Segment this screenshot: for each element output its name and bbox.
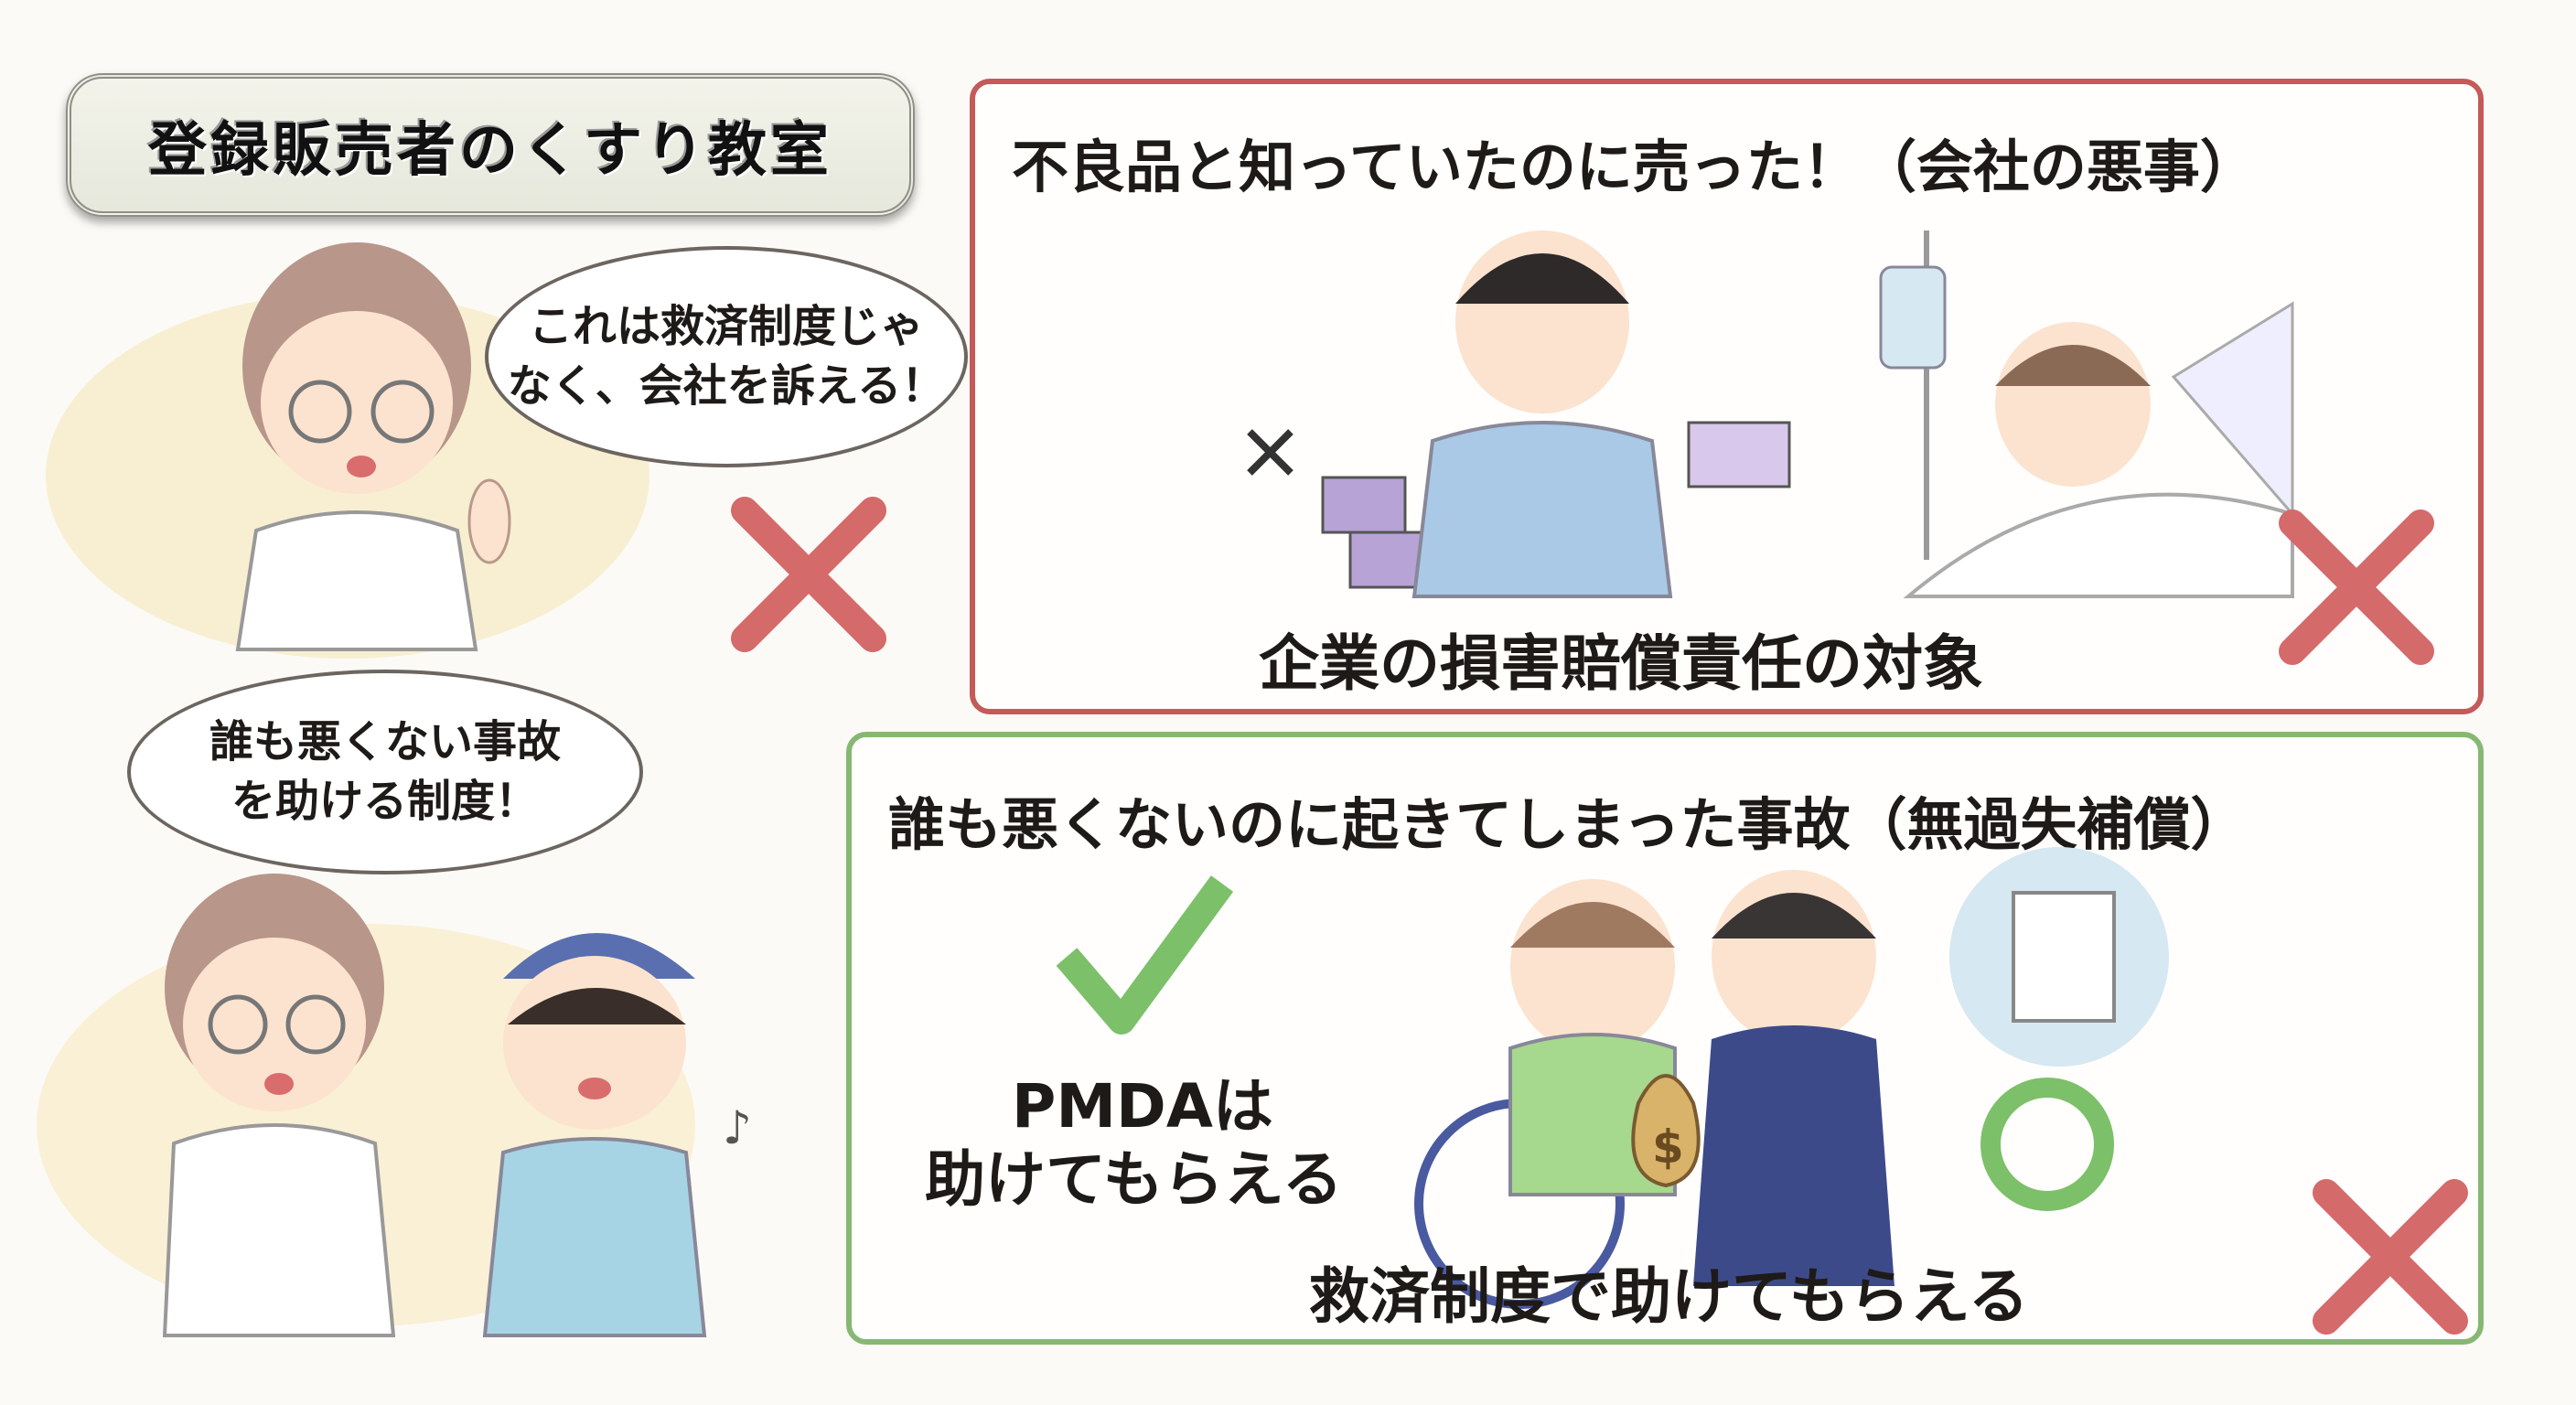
no-fault-heading: 誰も悪くないのに起きてしまった事故（無過失補償） xyxy=(888,791,2248,858)
bubble-top-line2: なく、会社を訴える！ xyxy=(507,360,946,412)
relief-illustration: $ xyxy=(1414,847,2169,1309)
check-icon xyxy=(1056,875,1234,1035)
page-title: 登録販売者のくすり教室 xyxy=(148,116,832,185)
title-plate: 登録販売者のくすり教室 xyxy=(66,73,915,217)
company-fault-illustration xyxy=(1247,231,2294,598)
bubble-top-line1: これは救済制度じゃ xyxy=(528,301,924,353)
speech-bubble-bottom: 誰も悪くない事故 を助ける制度！ xyxy=(127,670,643,874)
bubble-bottom-line2: を助ける制度！ xyxy=(231,776,539,827)
cross-icon xyxy=(2313,1179,2468,1335)
speech-bubble-top: これは救済制度じゃ なく、会社を訴える！ xyxy=(485,246,968,467)
teacher-and-boy-illustration: ♪ xyxy=(162,874,752,1337)
company-fault-panel: 不良品と知っていたのに売った！（会社の悪事） 企業の損害賠償責任の対象 xyxy=(970,79,2484,714)
pmda-line1: PMDAは xyxy=(1012,1071,1273,1142)
svg-text:$: $ xyxy=(1652,1121,1684,1174)
no-fault-caption: 救済制度で助けてもらえる xyxy=(1309,1261,2029,1332)
bubble-bottom-line1: 誰も悪くない事故 xyxy=(209,716,561,768)
circle-icon xyxy=(1980,1078,2114,1211)
cross-icon xyxy=(2279,509,2434,665)
teacher-illustration-top xyxy=(235,242,511,651)
pmda-line2: 助けてもらえる xyxy=(925,1144,1343,1215)
company-fault-caption: 企業の損害賠償責任の対象 xyxy=(1259,628,1983,699)
no-fault-panel: 誰も悪くないのに起きてしまった事故（無過失補償） PMDAは 助けてもらえる $… xyxy=(846,732,2484,1345)
cross-icon xyxy=(731,497,886,652)
svg-text:♪: ♪ xyxy=(723,1101,752,1154)
company-fault-heading: 不良品と知っていたのに売った！（会社の悪事） xyxy=(1012,134,2257,200)
